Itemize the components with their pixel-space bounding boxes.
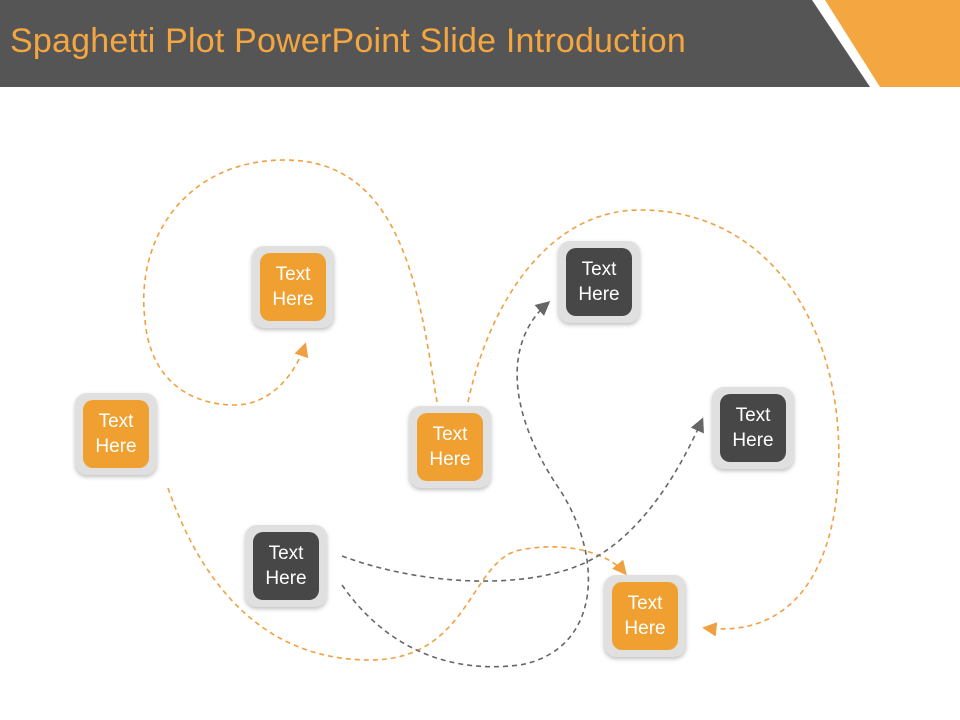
node-box-4[interactable]: Text Here [558,241,640,323]
node-box-5-face: Text Here [720,394,786,462]
node-box-3[interactable]: Text Here [409,406,491,488]
node-box-1-face: Text Here [260,253,326,321]
node-box-4-label: Text Here [578,259,620,305]
header-dark-band [0,0,870,87]
node-box-2-label: Text Here [95,411,137,457]
path-orange-bottom [167,487,627,661]
header-accent-stripe [825,0,960,87]
node-box-2-face: Text Here [83,400,149,468]
node-box-5-label: Text Here [732,405,774,451]
path-orange-loop-left [143,159,438,406]
node-box-1[interactable]: Text Here [252,246,334,328]
path-dark-middle [341,417,704,582]
node-box-7[interactable]: Text Here [604,575,686,657]
node-box-6[interactable]: Text Here [245,525,327,607]
node-box-2[interactable]: Text Here [75,393,157,475]
node-box-6-label: Text Here [265,543,307,589]
node-box-1-label: Text Here [272,264,314,310]
node-box-7-face: Text Here [612,582,678,650]
path-dark-bottom [341,301,590,668]
node-box-6-face: Text Here [253,532,319,600]
node-box-4-face: Text Here [566,248,632,316]
slide-title: Spaghetti Plot PowerPoint Slide Introduc… [10,22,686,60]
header-shapes [0,0,960,87]
path-orange-loop-right [467,209,840,637]
header-bar: Spaghetti Plot PowerPoint Slide Introduc… [0,0,960,87]
node-box-5[interactable]: Text Here [712,387,794,469]
node-box-3-face: Text Here [417,413,483,481]
node-box-7-label: Text Here [624,593,666,639]
node-box-3-label: Text Here [429,424,471,470]
